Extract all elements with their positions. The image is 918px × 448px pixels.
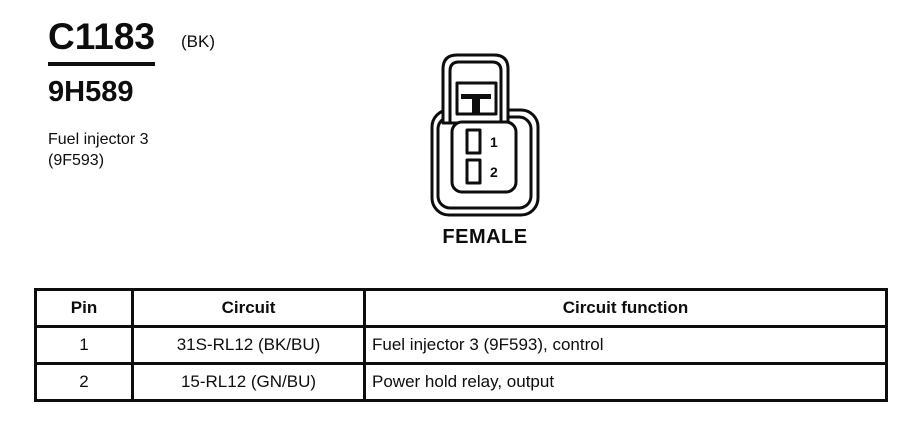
part-number: 9H589 [48,76,134,108]
pin-2-cavity [465,158,482,185]
connector-face-diagram: 1 2 [430,53,540,217]
pin-1-number: 1 [490,134,498,150]
pin-2-number: 2 [490,164,498,180]
table-row: 1 31S-RL12 (BK/BU) Fuel injector 3 (9F59… [34,325,888,365]
connector-face-outline [450,120,518,194]
description-line-2: (9F593) [48,152,105,169]
header-pin: Pin [34,288,134,328]
cell-circuit-function: Power hold relay, output [363,362,888,402]
cell-circuit: 15-RL12 (GN/BU) [131,362,366,402]
gender-label: FEMALE [442,226,528,248]
cell-pin: 2 [34,362,134,402]
connector-id: C1183 [48,18,155,66]
header-circuit-function: Circuit function [363,288,888,328]
table-row: 2 15-RL12 (GN/BU) Power hold relay, outp… [34,362,888,402]
header-circuit: Circuit [131,288,366,328]
pinout-header-row: Pin Circuit Circuit function [34,288,888,328]
connector-drawing: 1 2 FEMALE [428,50,542,248]
cell-circuit-function: Fuel injector 3 (9F593), control [363,325,888,365]
connector-id-block: C1183 (BK) 9H589 Fuel injector 3 (9F593) [48,18,215,171]
latch-t-notch [461,94,491,113]
connector-color-code: (BK) [181,32,215,51]
cell-circuit: 31S-RL12 (BK/BU) [131,325,366,365]
cell-pin: 1 [34,325,134,365]
pin-1-cavity [465,128,482,155]
description-line-1: Fuel injector 3 [48,131,149,148]
pinout-table: Pin Circuit Circuit function 1 31S-RL12 … [34,288,888,402]
connector-description: Fuel injector 3 (9F593) [48,129,215,171]
